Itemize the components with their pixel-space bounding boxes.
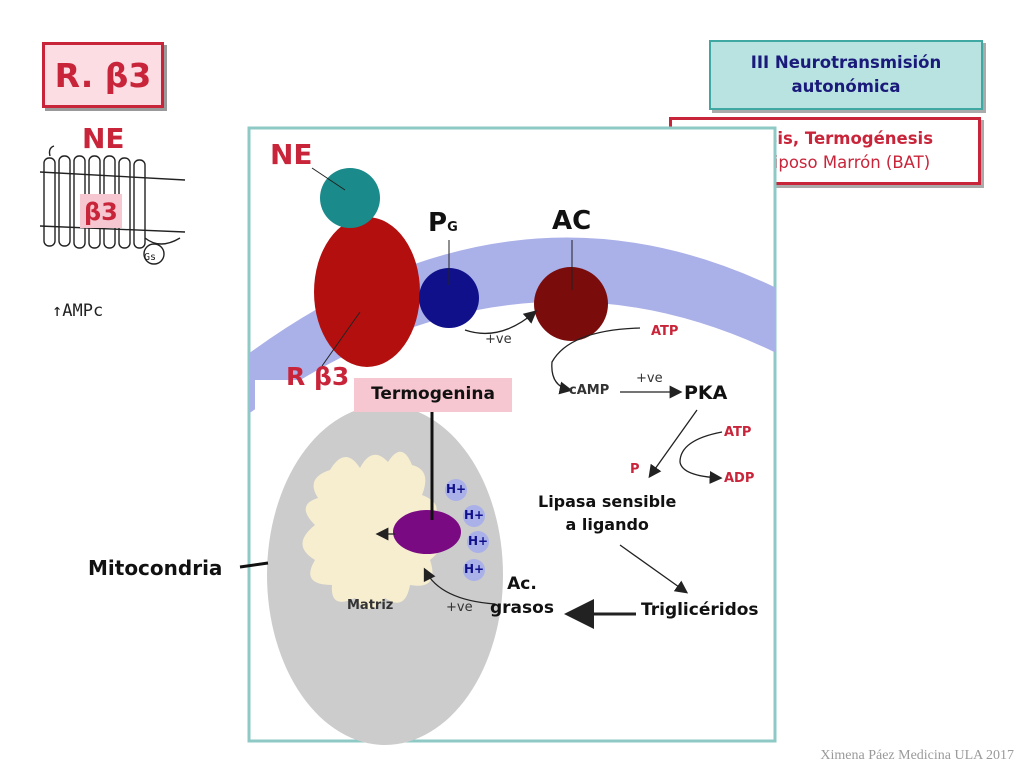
pg-label: PG xyxy=(428,208,458,238)
adp-label: ADP xyxy=(724,471,755,486)
h-plus-4: H+ xyxy=(464,562,485,576)
lipasa-label: Lipasa sensible a ligando xyxy=(538,490,676,536)
norepinephrine-ball xyxy=(320,168,380,228)
proton-4 xyxy=(463,559,485,581)
slide-title: R. β3 xyxy=(42,42,164,108)
topic-line-1: III Neurotransmisión xyxy=(750,53,942,72)
termogenina-label: Termogenina xyxy=(371,384,495,404)
sketch-gs-label: Gs xyxy=(144,252,156,263)
lipasa-line-1: Lipasa sensible xyxy=(538,492,677,511)
trigliceridos-label: Triglicéridos xyxy=(641,600,759,620)
plus-ve-label-1: +ve xyxy=(485,332,512,347)
topic-box: III Neurotransmisión autonómica xyxy=(709,40,983,110)
sketch-amp-label: ↑AMPc xyxy=(52,301,103,321)
g-protein xyxy=(419,268,479,328)
pka-label: PKA xyxy=(684,382,728,404)
camp-label: cAMP xyxy=(569,383,610,398)
ac-label: AC xyxy=(552,206,592,236)
mitocondria-label: Mitocondria xyxy=(88,556,223,580)
atp-label-1: ATP xyxy=(651,324,679,339)
termogenina-label-box xyxy=(354,378,512,412)
mitochondrion-matrix xyxy=(302,451,443,609)
adenylyl-cyclase xyxy=(534,267,608,341)
h-plus-2: H+ xyxy=(464,508,485,522)
plus-ve-label-3: +ve xyxy=(446,600,473,615)
sketch-beta3-box xyxy=(80,194,122,228)
sketch-beta3-label: β3 xyxy=(84,198,118,226)
footer-credit: Ximena Páez Medicina ULA 2017 xyxy=(820,748,1014,763)
r-beta3-label: R β3 xyxy=(286,362,350,391)
proton-2 xyxy=(463,505,485,527)
plus-ve-label-2: +ve xyxy=(636,371,663,386)
ne-label: NE xyxy=(270,138,313,171)
topic-line-2: autonómica xyxy=(791,77,901,96)
h-plus-1: H+ xyxy=(446,482,467,496)
proton-1 xyxy=(445,479,467,501)
ac-grasos-line-2: grasos xyxy=(490,598,554,618)
matriz-label: Matriz xyxy=(347,598,394,613)
proton-3 xyxy=(467,531,489,553)
pg-subscript: G xyxy=(447,220,458,235)
receptor-sketch: NE β3 Gs ↑AMPc xyxy=(39,122,186,321)
lipasa-line-2: a ligando xyxy=(565,515,649,534)
receptor-beta3 xyxy=(314,217,420,367)
pg-main: P xyxy=(428,208,448,238)
membrane-gap xyxy=(255,380,355,410)
sketch-ne-label: NE xyxy=(82,122,125,155)
atp-label-2: ATP xyxy=(724,425,752,440)
ac-grasos-line-1: Ac. xyxy=(507,574,537,594)
phosphate-label: P xyxy=(630,462,640,477)
ac-grasos-label: Ac. grasos xyxy=(490,572,554,620)
h-plus-3: H+ xyxy=(468,534,489,548)
termogenina-protein xyxy=(393,510,461,554)
